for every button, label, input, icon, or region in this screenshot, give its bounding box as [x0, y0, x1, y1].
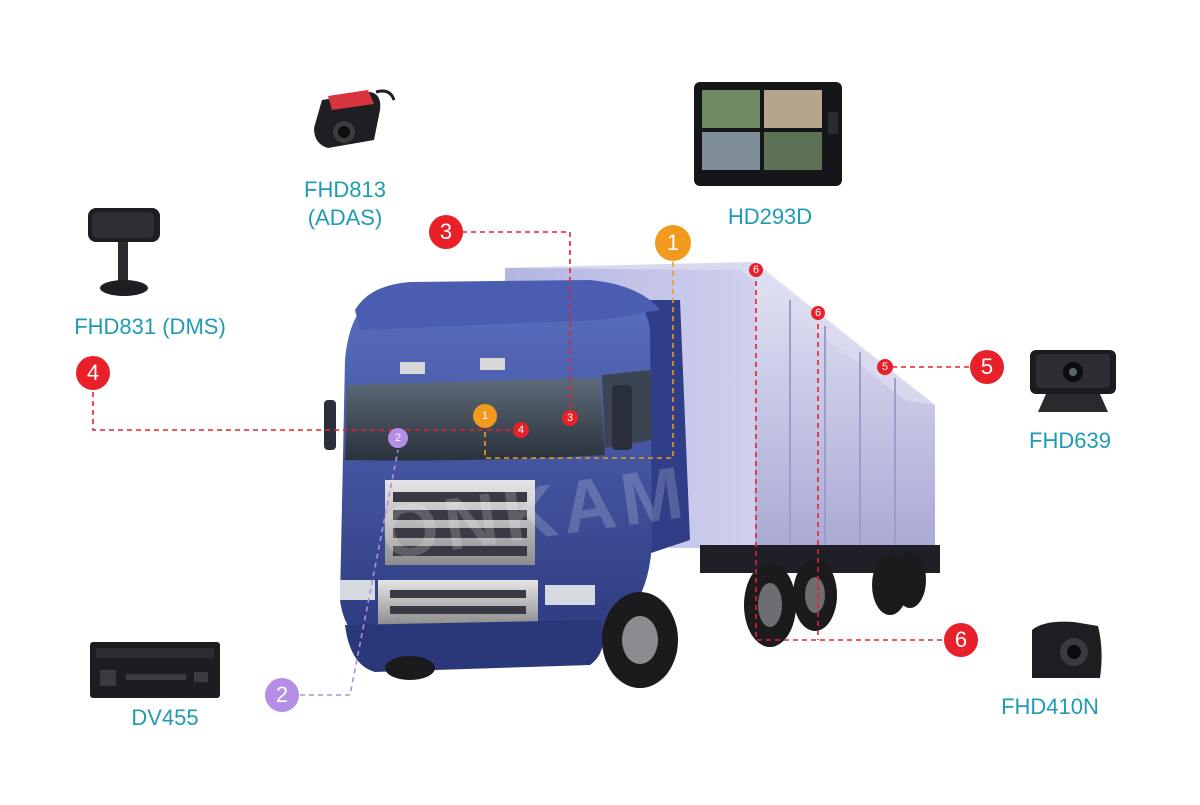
dv455-recorder-icon: [90, 642, 220, 698]
marker-6-small-a: 6: [752, 264, 760, 276]
marker-2-small: 2: [394, 432, 402, 444]
connector-1: [484, 262, 674, 459]
marker-4-small: 4: [517, 424, 525, 436]
trailer-ribs: [789, 300, 896, 548]
fhd813-label: FHD813 (ADAS): [295, 176, 395, 232]
connectors: [92, 231, 970, 696]
fhd831-label: FHD831 (DMS): [74, 314, 226, 339]
fhd639-camera-icon: [1030, 350, 1116, 412]
marker-1-badge: 1: [666, 230, 680, 255]
marker-3-badge: 3: [439, 219, 453, 244]
fhd410n-label: FHD410N: [1001, 694, 1099, 719]
cab-roof: [355, 280, 660, 330]
front-wheels: [385, 592, 678, 688]
hd293d-label: HD293D: [727, 204, 813, 229]
fhd831-dms-camera-icon: [88, 208, 160, 296]
marker-5-small: 5: [881, 361, 889, 373]
connector-3: [462, 231, 571, 410]
marker-1-small: 1: [481, 410, 489, 422]
small-marker-circles: [388, 263, 893, 448]
right-mirror: [612, 385, 632, 450]
marker-3-small: 3: [566, 412, 574, 424]
left-mirror: [324, 400, 336, 450]
dv455-label: DV455: [131, 705, 199, 730]
marker-4-badge: 4: [86, 360, 100, 385]
rear-wheels: [744, 552, 926, 647]
right-headlight: [545, 585, 595, 605]
cab-grille: [378, 480, 538, 625]
marker-6-small-b: 6: [814, 307, 822, 319]
connector-4: [92, 392, 515, 431]
roof-light-right: [480, 358, 505, 370]
fhd813-label-line1: FHD813: [304, 177, 386, 202]
roof-light-left: [400, 362, 425, 374]
fhd813-label-line2: (ADAS): [307, 205, 383, 230]
marker-2-badge: 2: [275, 682, 289, 707]
fhd639-label: FHD639: [1029, 428, 1111, 453]
truck-illustration: [324, 262, 940, 688]
cab-bumper: [345, 620, 604, 672]
fhd813-adas-camera-icon: [314, 89, 396, 148]
hd293d-monitor-icon: [694, 82, 842, 186]
connector-2: [300, 449, 399, 696]
marker-6-badge: 6: [954, 627, 968, 652]
marker-5-badge: 5: [980, 354, 994, 379]
trailer-side: [755, 265, 935, 548]
trailer-front: [505, 262, 755, 548]
big-marker-circles: [76, 215, 1004, 712]
fhd410n-camera-icon: [1032, 621, 1102, 678]
left-headlight: [340, 580, 375, 600]
